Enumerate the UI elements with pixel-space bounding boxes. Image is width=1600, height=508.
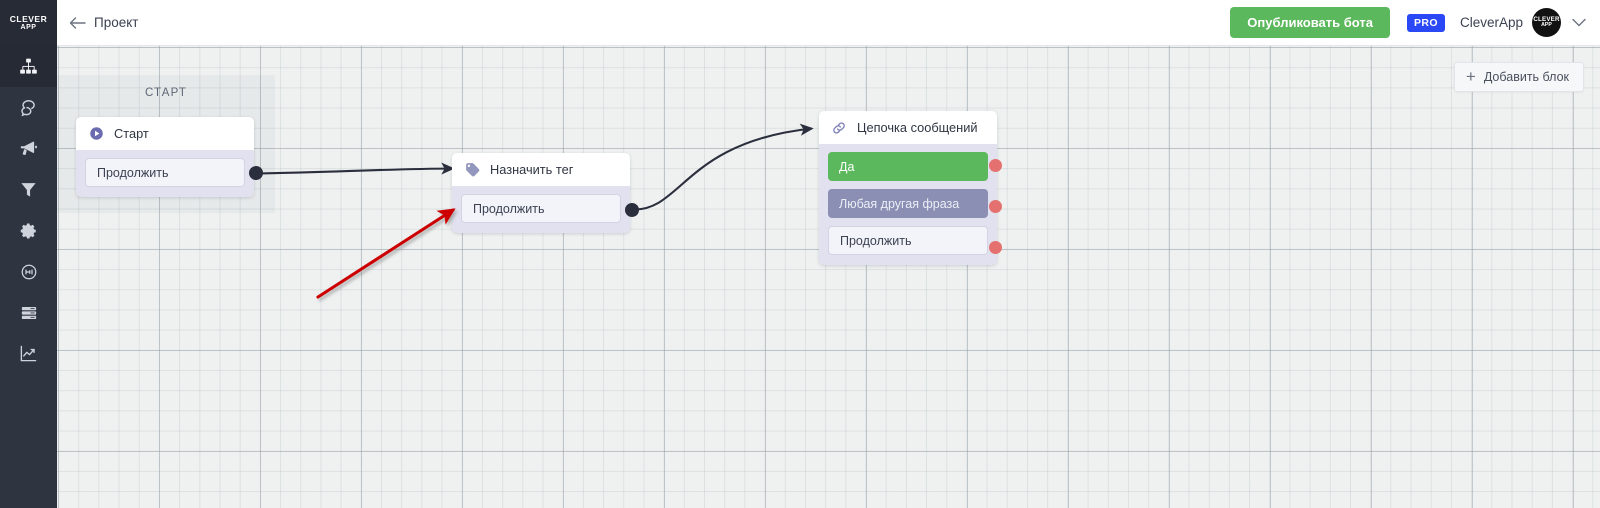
- annotation-layer: [316, 208, 456, 299]
- node-message-chain-row-yes[interactable]: Да: [828, 152, 988, 181]
- chevron-down-icon[interactable]: [1572, 14, 1586, 32]
- node-start-title: Старт: [114, 126, 149, 141]
- tag-icon: [463, 161, 481, 179]
- sidebar-item-broadcasts[interactable]: [0, 128, 57, 169]
- annotation-arrow-to-assign-tag: [316, 208, 456, 299]
- node-message-chain-row-other[interactable]: Любая другая фраза: [828, 189, 988, 218]
- node-start-body: Продолжить: [76, 150, 254, 197]
- sidebar-logo[interactable]: CLEVER APP: [0, 0, 57, 46]
- node-message-chain[interactable]: Цепочка сообщений Да Любая другая фраза …: [819, 111, 997, 265]
- top-header: Проект Опубликовать бота PRO CleverApp C…: [57, 0, 1600, 46]
- page-title: Проект: [94, 15, 139, 30]
- play-icon: [87, 125, 105, 143]
- sidebar-item-flows[interactable]: [0, 46, 57, 87]
- node-assign-tag[interactable]: Назначить тег Продолжить: [452, 153, 630, 233]
- add-block-label: Добавить блок: [1483, 70, 1569, 84]
- node-message-chain-header: Цепочка сообщений: [819, 111, 997, 144]
- node-message-chain-output-dot-continue[interactable]: [989, 241, 1002, 254]
- chart-icon: [19, 344, 38, 363]
- node-message-chain-row-continue[interactable]: Продолжить: [828, 226, 988, 255]
- sidebar-item-funnels[interactable]: [0, 169, 57, 210]
- list-icon: [20, 304, 38, 322]
- sidebar-nav: [0, 46, 57, 374]
- sidebar-logo-line1: CLEVER: [9, 14, 48, 25]
- node-assign-tag-body: Продолжить: [452, 186, 630, 233]
- sitemap-icon: [19, 57, 38, 76]
- node-message-chain-output-dot-other[interactable]: [989, 200, 1002, 213]
- edges-layer: [256, 123, 814, 211]
- node-message-chain-body: Да Любая другая фраза Продолжить: [819, 144, 997, 265]
- megaphone-icon: [19, 139, 38, 158]
- node-start-output-dot[interactable]: [249, 166, 263, 180]
- start-group-label: СТАРТ: [145, 87, 187, 99]
- sidebar-item-support[interactable]: [0, 251, 57, 292]
- link-icon: [830, 119, 848, 137]
- flow-canvas[interactable]: + Добавить блок СТАРТ: [57, 46, 1600, 508]
- sidebar-item-analytics[interactable]: [0, 333, 57, 374]
- edge-start-to-tag: [256, 162, 455, 175]
- publish-bot-button[interactable]: Опубликовать бота: [1230, 7, 1390, 38]
- header-actions: Опубликовать бота PRO CleverApp CLEVER A…: [1230, 7, 1600, 38]
- chat-icon: [19, 98, 38, 117]
- add-block-button[interactable]: + Добавить блок: [1453, 62, 1584, 92]
- sidebar-item-dialogs[interactable]: [0, 87, 57, 128]
- funnel-icon: [19, 180, 38, 199]
- arrow-left-icon[interactable]: [68, 14, 86, 32]
- node-start[interactable]: Старт Продолжить: [76, 117, 254, 197]
- edge-tag-to-chain: [632, 123, 814, 211]
- headset-icon: [20, 263, 38, 281]
- node-message-chain-title: Цепочка сообщений: [857, 120, 978, 135]
- node-start-row-continue[interactable]: Продолжить: [85, 158, 245, 187]
- avatar[interactable]: CLEVER APP: [1532, 8, 1561, 37]
- sidebar-item-settings[interactable]: [0, 210, 57, 251]
- node-message-chain-output-dot-yes[interactable]: [989, 159, 1002, 172]
- node-assign-tag-row-continue[interactable]: Продолжить: [461, 194, 621, 223]
- avatar-line2: APP: [1541, 22, 1552, 28]
- node-assign-tag-header: Назначить тег: [452, 153, 630, 186]
- node-start-header: Старт: [76, 117, 254, 150]
- avatar-line1: CLEVER: [1533, 15, 1560, 23]
- sidebar-item-database[interactable]: [0, 292, 57, 333]
- sidebar: CLEVER APP: [0, 0, 57, 508]
- node-assign-tag-title: Назначить тег: [490, 162, 574, 177]
- user-name: CleverApp: [1459, 15, 1523, 30]
- plus-icon: +: [1465, 67, 1476, 86]
- sidebar-logo-line2: APP: [20, 23, 37, 31]
- pro-badge: PRO: [1407, 13, 1445, 32]
- node-assign-tag-output-dot[interactable]: [625, 203, 639, 217]
- gear-icon: [20, 222, 38, 240]
